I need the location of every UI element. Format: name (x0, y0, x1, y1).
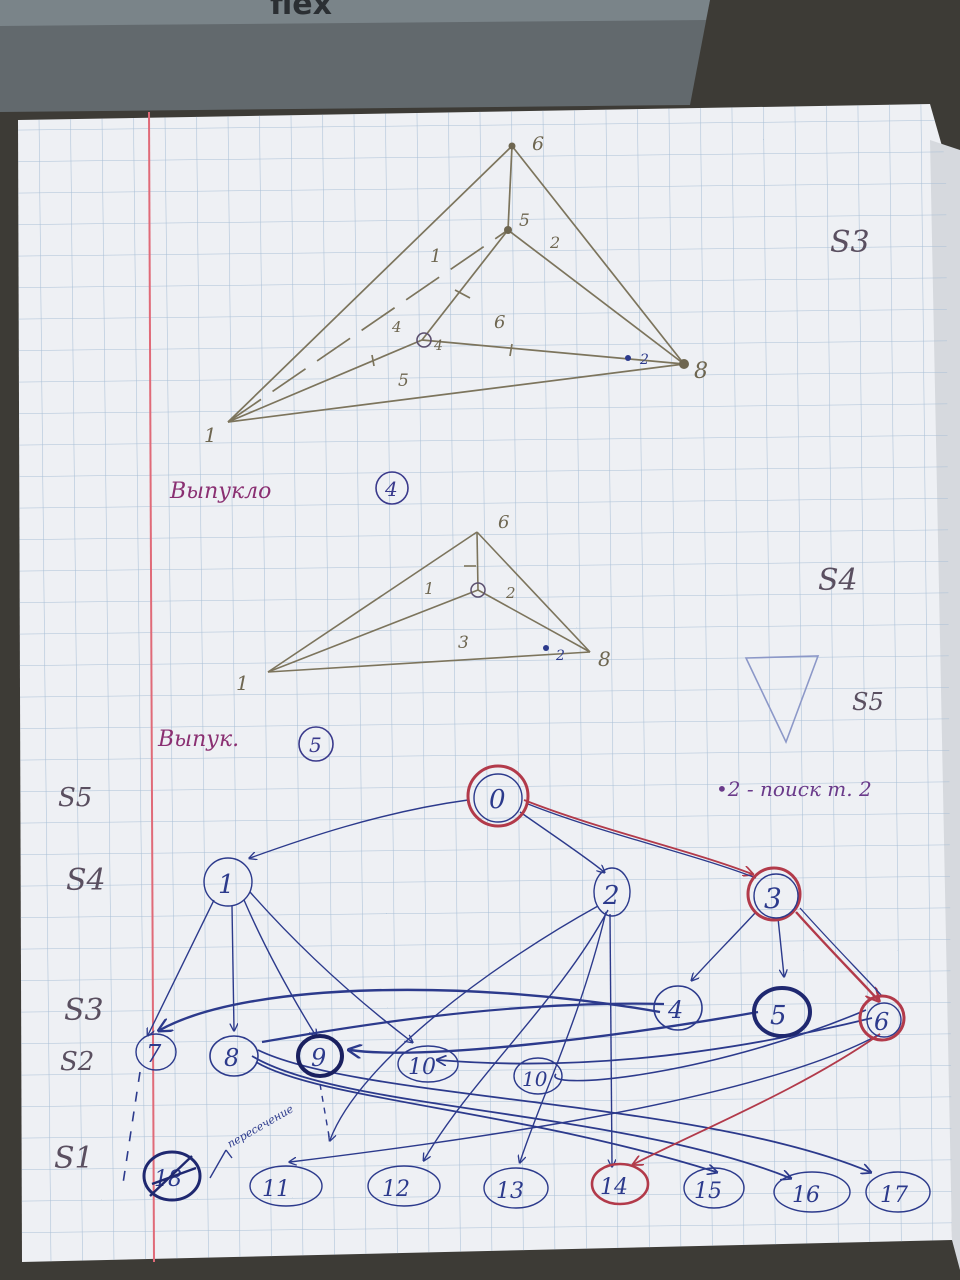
level-label-s3: S3 (64, 993, 104, 1028)
tree-node-1: 1 (203, 857, 253, 907)
tree-node-0: 0 (466, 764, 530, 828)
tri-mid-edge-2: 2 (505, 584, 516, 602)
svg-text:15: 15 (694, 1179, 722, 1204)
label-s5-right: S5 (852, 688, 884, 716)
tree-node-11: 11 (249, 1165, 323, 1207)
tree-node-18-crossed: 18 (142, 1150, 202, 1202)
svg-text:1: 1 (218, 870, 235, 900)
svg-text:4: 4 (384, 477, 398, 501)
tree-node-13: 13 (483, 1167, 549, 1209)
tree-node-4: 4 (653, 985, 703, 1031)
svg-text:9: 9 (311, 1044, 326, 1072)
tri-top-point-2: 2 (639, 352, 649, 368)
ruler-brand-text: flex (270, 0, 332, 22)
tri-mid-vertex-8: 8 (598, 647, 611, 671)
tri-top-edge-1: 1 (430, 246, 441, 267)
svg-text:12: 12 (382, 1177, 410, 1202)
tri-top-vertex-8: 8 (694, 359, 708, 384)
tri-mid-vertex-6: 6 (498, 512, 509, 533)
triangle-mid (267, 531, 591, 673)
svg-text:6: 6 (874, 1008, 889, 1036)
level-label-s5: S5 (58, 783, 92, 813)
tree-node-2: 2 (593, 867, 631, 917)
tri-top-vertex-5: 5 (519, 211, 530, 231)
svg-text:13: 13 (496, 1179, 524, 1204)
svg-text:0: 0 (489, 785, 506, 815)
label-s4-right: S4 (818, 563, 858, 598)
tree-node-14: 14 (590, 1162, 650, 1206)
circled-5 (298, 726, 334, 762)
tree-node-17: 17 (865, 1171, 931, 1213)
svg-text:7: 7 (146, 1040, 162, 1068)
tri-top-point-4: 4 (433, 338, 443, 354)
text-vypukl: Выпук. (157, 727, 239, 752)
text-vypukloe: Выпукло (169, 479, 271, 504)
red-path (523, 799, 880, 1164)
tree-node-7: 7 (135, 1033, 177, 1071)
tri-top-edge-5: 5 (398, 371, 409, 391)
svg-text:4: 4 (667, 996, 683, 1024)
tri-top-vertex-1: 1 (204, 423, 217, 447)
tree-node-5: 5 (752, 986, 812, 1038)
tree-edges (121, 799, 881, 1191)
tri-top-edge-2: 2 (549, 233, 560, 252)
level-label-s1: S1 (54, 1141, 94, 1176)
tree-node-10b: 10 (513, 1057, 563, 1095)
tree-node-8: 8 (209, 1035, 259, 1077)
label-s3-right: S3 (830, 225, 870, 260)
tree-node-10: 10 (397, 1045, 459, 1083)
svg-text:5: 5 (309, 733, 322, 757)
svg-text:10: 10 (522, 1067, 548, 1091)
tri-mid-edge-1: 1 (424, 579, 434, 598)
tri-mid-vertex-1: 1 (236, 671, 249, 695)
tri-mid-edge-3: 3 (458, 633, 469, 653)
svg-text:14: 14 (600, 1175, 628, 1200)
tri-top-vertex-6: 6 (532, 133, 544, 155)
tree-node-6: 6 (858, 994, 906, 1042)
svg-text:5: 5 (770, 1001, 787, 1031)
tree-node-16: 16 (773, 1171, 851, 1213)
tri-top-edge-6: 6 (494, 312, 505, 333)
svg-text:16: 16 (792, 1183, 820, 1208)
tree-node-3: 3 (746, 866, 802, 922)
small-triangle (744, 655, 820, 745)
svg-text:8: 8 (224, 1044, 239, 1072)
level-label-s4: S4 (66, 863, 106, 898)
tree-node-12: 12 (367, 1165, 441, 1207)
tri-mid-point-2: 2 (555, 648, 565, 664)
triangle-top (227, 145, 685, 423)
svg-text:11: 11 (262, 1177, 290, 1202)
ruler (0, 0, 710, 112)
svg-text:10: 10 (408, 1055, 436, 1080)
svg-text:17: 17 (880, 1183, 908, 1208)
tree-node-15: 15 (683, 1167, 745, 1209)
legend-search-point: •2 - поиск т. 2 (716, 777, 872, 801)
level-label-s2: S2 (60, 1047, 94, 1077)
svg-text:3: 3 (764, 882, 782, 915)
svg-text:2: 2 (602, 881, 620, 911)
circled-4 (375, 471, 409, 505)
tri-top-edge-4: 4 (391, 318, 402, 336)
tree-node-9: 9 (296, 1034, 344, 1078)
